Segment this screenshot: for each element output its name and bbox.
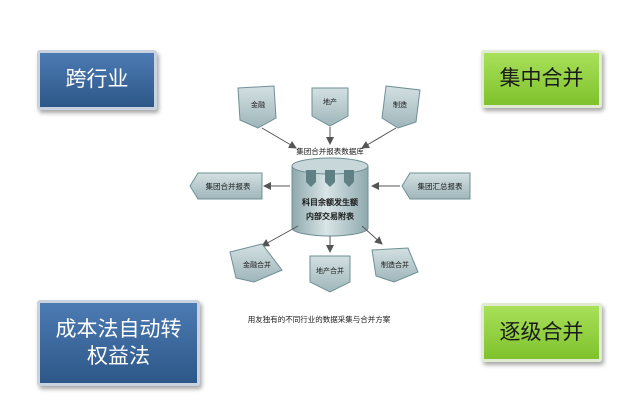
input-group-summary-report: 集团汇总报表: [401, 172, 471, 200]
output-finance-consolidation: 金融合并: [229, 243, 283, 283]
output-finance-label: 金融合并: [243, 260, 271, 269]
output-real-estate-consolidation: 地产合并: [309, 255, 351, 293]
arrow-finance-to-db: [261, 127, 297, 149]
cylinder-line1: 科目余额发生额: [302, 197, 358, 207]
output-group-consolidated-report: 集团合并报表: [189, 172, 263, 200]
output-manufacturing-consolidation: 制造合并: [371, 247, 419, 283]
label-cost-to-equity-text: 成本法自动转权益法: [55, 316, 182, 368]
source-manufacturing-label: 制造: [393, 100, 407, 109]
db-chevron-1: [306, 170, 316, 187]
output-real-estate-label: 地产合并: [316, 266, 344, 275]
label-centralized-consolidation-text: 集中合并: [499, 66, 584, 91]
source-finance-label: 金融: [251, 100, 265, 109]
db-chevron-3: [344, 170, 354, 187]
label-cross-industry: 跨行业: [37, 50, 157, 110]
arrow-db-to-manufacturing-consolidation: [361, 225, 383, 245]
diagram-caption: 用友独有的不同行业的数据采集与合并方案: [248, 314, 391, 324]
arrow-manufacturing-to-db: [361, 127, 397, 149]
label-centralized-consolidation: 集中合并: [481, 50, 602, 108]
output-manufacturing-label: 制造合并: [381, 260, 409, 269]
output-left-label: 集团合并报表: [206, 181, 251, 191]
label-cost-to-equity: 成本法自动转权益法: [37, 300, 200, 386]
db-chevron-2: [325, 170, 335, 187]
source-real-estate: 地产: [311, 87, 349, 127]
source-finance: 金融: [237, 85, 277, 129]
source-manufacturing: 制造: [381, 85, 421, 129]
source-real-estate-label: 地产: [323, 97, 337, 106]
database-label: 集团合并报表数据库: [296, 146, 364, 156]
database-cylinder: 科目余额发生额 内部交易附表: [291, 157, 369, 237]
arrow-db-to-finance-consolidation: [261, 225, 299, 247]
input-right-label: 集团汇总报表: [418, 181, 463, 191]
cylinder-line2: 内部交易附表: [306, 211, 355, 221]
label-cross-industry-text: 跨行业: [65, 67, 129, 92]
label-step-consolidation: 逐级合并: [481, 303, 602, 362]
label-step-consolidation-text: 逐级合并: [499, 319, 584, 344]
